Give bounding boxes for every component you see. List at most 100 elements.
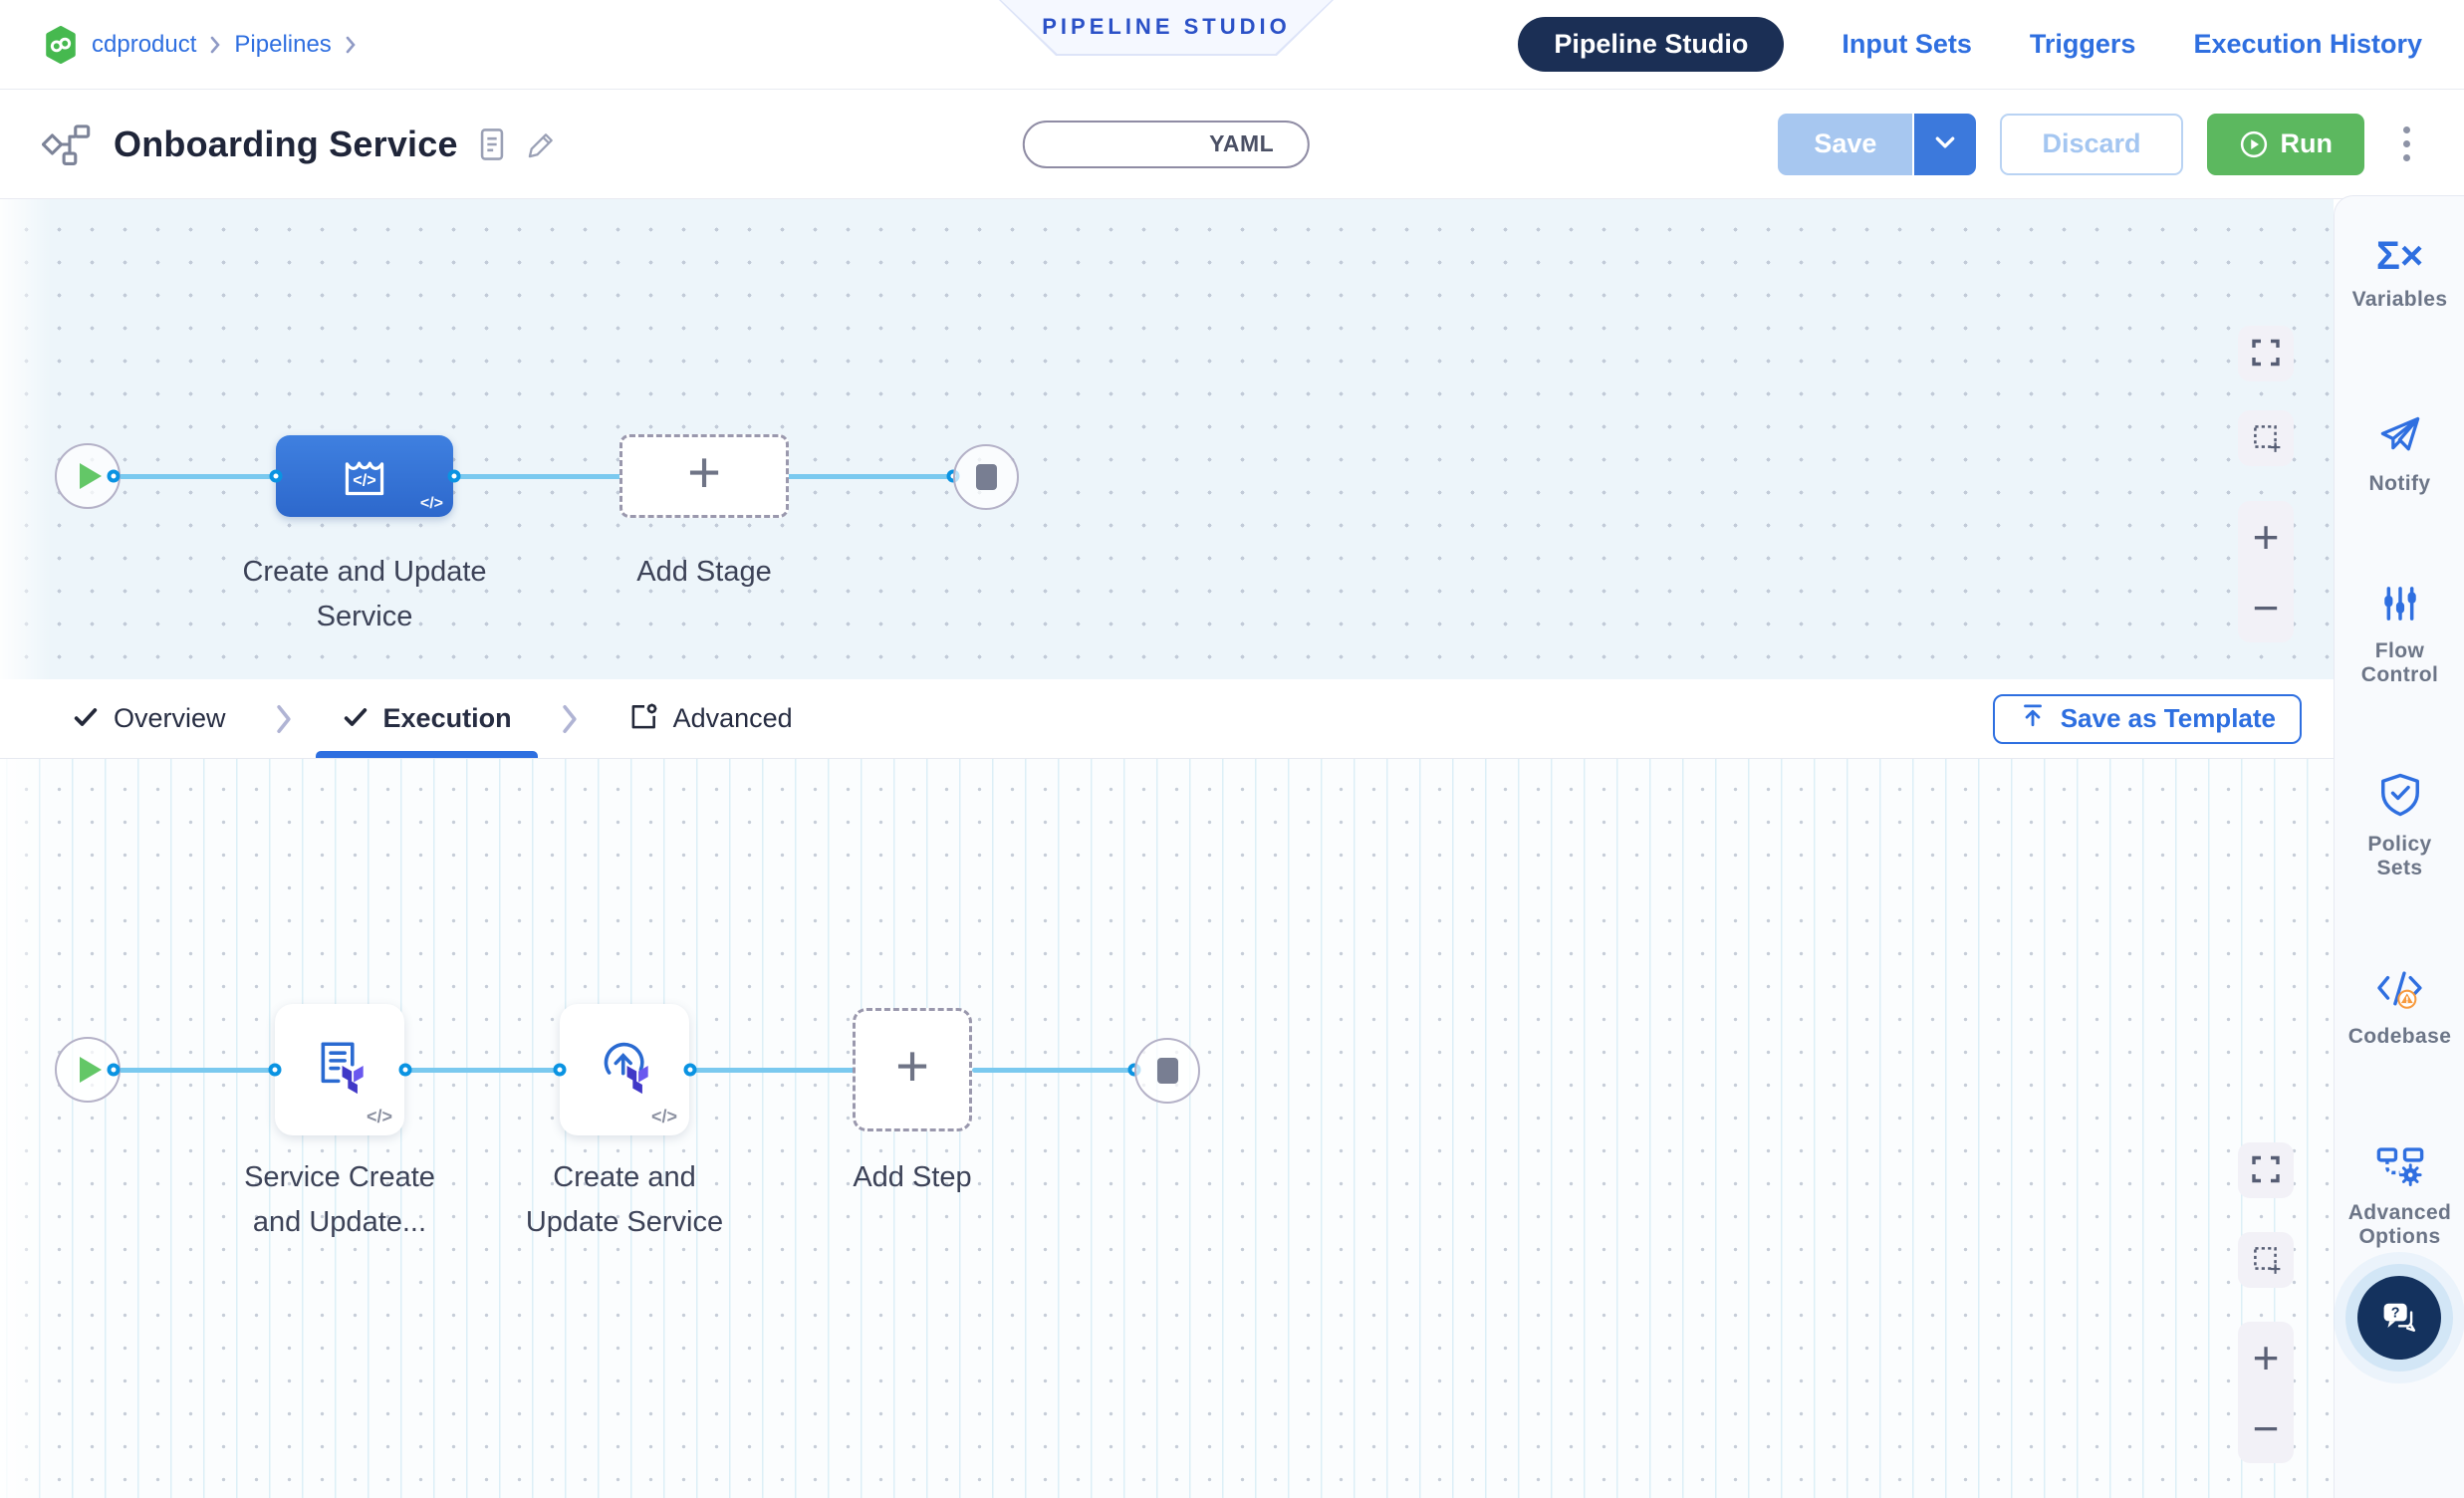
save-button[interactable]: Save [1778,113,1913,175]
discard-button[interactable]: Discard [2000,113,2183,175]
custom-stage-icon: </> [334,449,395,503]
save-as-template-button[interactable]: Save as Template [1992,693,2302,744]
run-button[interactable]: Run [2206,113,2364,175]
tab-triggers[interactable]: Triggers [2029,29,2136,59]
zoom-in-button[interactable]: + [2238,1322,2294,1392]
pipeline-end-node[interactable] [953,444,1019,510]
step-node-service-create-and-update[interactable]: </> [275,1004,404,1135]
toggle-visual[interactable]: VISUAL [1025,123,1177,166]
execution-canvas[interactable]: </> </> + Service Create and Update... C… [0,759,2334,1498]
connector-edge [404,1068,560,1073]
plus-icon: + [895,1034,929,1099]
play-icon [80,463,102,489]
connector-port[interactable] [269,469,283,483]
sidebar-item-label: Flow Control [2360,639,2439,687]
sidebar-item-notify[interactable]: Notify [2335,413,2464,496]
visual-yaml-toggle: VISUAL YAML [1022,120,1311,168]
more-options-kebab-icon[interactable] [2388,114,2424,175]
connector-port[interactable] [107,469,121,483]
play-icon [80,1057,102,1083]
zoom-out-button[interactable]: − [2238,572,2294,642]
connector-port[interactable] [268,1063,282,1077]
add-stage-button[interactable]: + [619,434,789,518]
stage-label: Create and Update Service [242,556,487,632]
connector-edge [689,1068,855,1073]
fit-screen-icon [2250,337,2282,372]
advanced-gear-box-icon [627,701,659,736]
sidebar-item-flow-control[interactable]: Flow Control [2335,583,2464,687]
sidebar-item-variables[interactable]: Σ× Variables [2335,236,2464,312]
tab-advanced[interactable]: Advanced [598,679,823,758]
tab-overview[interactable]: Overview [42,679,256,758]
add-step-button[interactable]: + [853,1008,972,1131]
marquee-select-button[interactable] [2238,1232,2294,1288]
check-icon [72,703,100,734]
tab-advanced-label: Advanced [672,703,793,733]
tab-execution[interactable]: Execution [312,679,542,758]
stage-node-create-and-update-service[interactable]: </> </> [276,435,453,517]
sidebar-item-policy-sets[interactable]: Policy Sets [2335,772,2464,880]
stage-tab-bar: Overview Execution Advanced Save as Temp… [0,679,2334,759]
save-options-caret[interactable] [1912,113,1977,175]
plus-icon: + [687,440,721,505]
zoom-controls: + − [2238,1322,2294,1463]
pipeline-start-node[interactable] [55,443,121,509]
breadcrumb-chevron-icon [344,34,358,56]
page-title: Onboarding Service [114,123,458,164]
apply-step-icon [593,1034,656,1098]
stage-code-badge: </> [419,495,443,512]
document-icon[interactable] [478,126,506,162]
add-step-label: Add Step [853,1161,972,1193]
edit-pencil-icon[interactable] [526,128,558,160]
sidebar-item-advanced-options[interactable]: Advanced Options [2335,1144,2464,1249]
marquee-select-icon [2249,1242,2283,1279]
sidebar-item-codebase[interactable]: Codebase [2335,968,2464,1049]
zoom-in-button[interactable]: + [2238,501,2294,572]
connector-port[interactable] [398,1063,412,1077]
step-code-badge: </> [366,1107,392,1126]
tab-pipeline-studio[interactable]: Pipeline Studio [1518,17,1785,72]
breadcrumb-project-link[interactable]: cdproduct [92,30,197,58]
toggle-yaml[interactable]: YAML [1175,123,1308,166]
policy-sets-icon [2379,772,2421,821]
chevron-right-icon [560,702,580,736]
tab-execution-history[interactable]: Execution History [2193,29,2422,59]
step1-label: Service Create and Update... [244,1161,435,1238]
svg-text:</>: </> [353,471,375,489]
marquee-select-icon [2249,420,2283,457]
fit-screen-icon [2250,1153,2282,1188]
connector-port[interactable] [553,1063,567,1077]
fit-to-screen-button[interactable] [2238,326,2294,381]
zoom-out-button[interactable]: − [2238,1392,2294,1463]
stop-icon [975,464,997,490]
step-node-create-and-update-service[interactable]: </> [560,1004,689,1135]
advanced-options-icon [2375,1144,2425,1189]
toolbar-actions: Save Discard Run [1778,113,2424,175]
add-stage-label: Add Stage [636,556,772,588]
top-navigation: Pipeline Studio Input Sets Triggers Exec… [1518,17,2422,72]
tab-input-sets[interactable]: Input Sets [1842,29,1972,59]
connector-port[interactable] [683,1063,697,1077]
breadcrumb-chevron-icon [208,34,222,56]
pipeline-graph-icon [42,123,94,166]
breadcrumb-pipelines-link[interactable]: Pipelines [234,30,332,58]
save-split-button: Save [1778,113,1977,175]
connector-edge [112,474,276,479]
sidebar-item-label: Policy Sets [2367,833,2432,880]
connector-port[interactable] [447,469,461,483]
check-icon [342,703,370,734]
fit-to-screen-button[interactable] [2238,1142,2294,1198]
top-bar: cdproduct Pipelines PIPELINE STUDIO Pipe… [0,0,2464,90]
help-chat-button[interactable]: ? [2357,1276,2441,1360]
step2-label: Create and Update Service [525,1161,724,1238]
stage-canvas[interactable]: </> </> + Create and Update Service Add … [0,199,2334,679]
execution-end-node[interactable] [1134,1038,1200,1104]
shell-script-step-icon [308,1034,371,1098]
tab-execution-label: Execution [382,703,512,733]
run-button-label: Run [2280,128,2333,158]
pipeline-studio-banner-inner: PIPELINE STUDIO [1001,0,1332,54]
sidebar-item-label: Variables [2351,288,2448,311]
connector-port[interactable] [107,1063,121,1077]
marquee-select-button[interactable] [2238,410,2294,466]
